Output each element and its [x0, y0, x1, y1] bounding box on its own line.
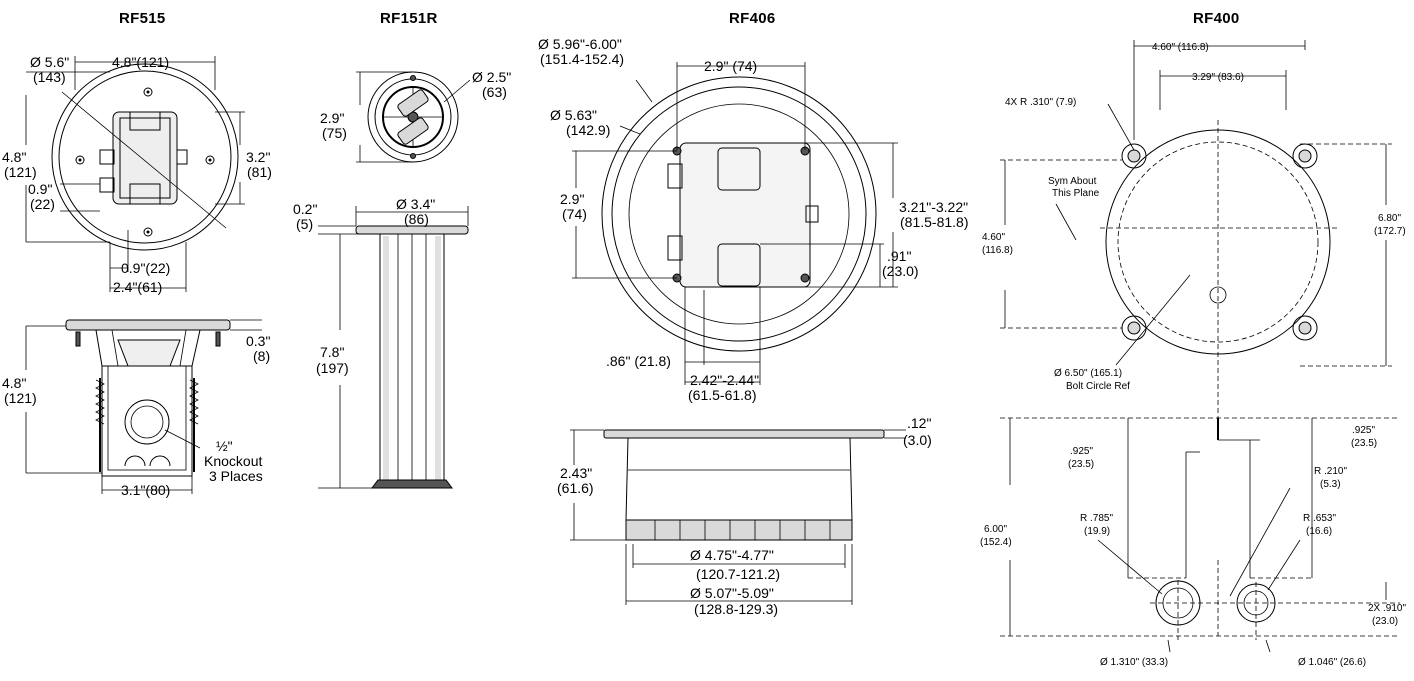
rf406-d2-b: (128.8-129.3): [694, 601, 778, 617]
rf151r-top-a: Ø 3.4": [396, 196, 435, 212]
rf400-a925-a: .925": [1352, 425, 1375, 436]
rf406-d1-a: Ø 4.75"-4.77": [690, 547, 774, 563]
rf400-r785-a: R .785": [1080, 513, 1113, 524]
rf400-r653-b: (16.6): [1306, 526, 1332, 537]
rf406-d2-a: Ø 5.07"-5.09": [690, 585, 774, 601]
rf400-h-a: 6.00": [984, 524, 1007, 535]
rf400-left-b: (116.8): [982, 245, 1013, 256]
rf400-top-view: [1000, 40, 1392, 420]
rf151r-len-b: (197): [316, 360, 349, 376]
rf406-d1-b: (120.7-121.2): [696, 566, 780, 582]
rf515-dia-a: Ø 5.6": [30, 54, 69, 70]
rf515-right-a: 3.2": [246, 149, 270, 165]
rf400-d1310: Ø 1.310" (33.3): [1100, 657, 1168, 668]
rf406-top-view: [572, 62, 898, 385]
rf151r-len-a: 7.8": [320, 344, 344, 360]
rf151r-top-view: [356, 71, 471, 163]
rf406-th-a: .12": [907, 415, 931, 431]
rf515-base: 3.1"(80): [121, 482, 170, 498]
rf151r-h-a: 2.9": [320, 110, 344, 126]
rf151r-dia-b: (63): [482, 84, 507, 100]
rf400-r653-a: R .653": [1303, 513, 1336, 524]
rf400-left-a: 4.60": [982, 232, 1005, 243]
rf515-dia-b: (143): [33, 69, 66, 85]
rf406-right-a: 3.21"-3.22": [899, 199, 968, 215]
rf400-r785-b: (19.9): [1084, 526, 1110, 537]
rf515-side-view: [25, 319, 262, 494]
rf406-th-b: (3.0): [903, 432, 932, 448]
rf515-ko-c: 3 Places: [209, 468, 263, 484]
rf400-d1046: Ø 1.046" (26.6): [1298, 657, 1366, 668]
rf515-side-l-b: (121): [4, 390, 37, 406]
rf400-w2: 3.29" (83.6): [1192, 72, 1244, 83]
rf406-bot-b: (61.5-61.8): [688, 387, 756, 403]
rf515-right-b: (81): [247, 164, 272, 180]
rf400-x910-b: (23.0): [1372, 616, 1398, 627]
rf406-left-a: 2.9": [560, 191, 584, 207]
rf515-knock-b: (22): [30, 196, 55, 212]
rf400-r210-a: R .210": [1314, 466, 1347, 477]
rf406-small-b: (23.0): [882, 263, 919, 279]
rf400-w1: 4.60" (116.8): [1152, 42, 1209, 53]
rf406-side-view: [570, 429, 906, 605]
rf406-h-b: (61.6): [557, 480, 594, 496]
rf400-bolt-b: Bolt Circle Ref: [1066, 381, 1130, 392]
rf515-ko-a: ½": [216, 438, 233, 454]
rf406-outer-a: Ø 5.96"-6.00": [538, 36, 622, 52]
rf515-side-r-b: (8): [253, 348, 270, 364]
rf400-side-view: [1000, 417, 1400, 653]
rf400-b925-b: (23.5): [1068, 459, 1094, 470]
rf515-bot2: 2.4"(61): [113, 279, 162, 295]
rf406-inner-b: (142.9): [566, 122, 610, 138]
rf400-sym-b: This Plane: [1052, 188, 1100, 199]
rf406-right-b: (81.5-81.8): [900, 214, 968, 230]
rf151r-flange-a: 0.2": [293, 201, 317, 217]
rf406-left-b: (74): [562, 206, 587, 222]
rf406-h-a: 2.43": [560, 465, 592, 481]
rf515-ko-b: Knockout: [204, 453, 262, 469]
rf151r-flange-b: (5): [296, 216, 313, 232]
rf406-small-a: .91": [887, 248, 911, 264]
rf515-knock-a: 0.9": [28, 181, 52, 197]
rf406-inner-a: Ø 5.63": [550, 107, 597, 123]
rf406-bl: .86" (21.8): [606, 353, 671, 369]
rf515-left-b: (121): [4, 164, 37, 180]
rf151r-top-b: (86): [404, 211, 429, 227]
rf400-r310: 4X R .310" (7.9): [1005, 97, 1076, 108]
rf515-left-a: 4.8": [2, 149, 26, 165]
rf151r-h-b: (75): [322, 125, 347, 141]
rf515-bot1: 0.9"(22): [121, 260, 170, 276]
title-rf406: RF406: [729, 10, 776, 27]
rf151r-dia-a: Ø 2.5": [472, 69, 511, 85]
rf400-right-b: (172.7): [1374, 226, 1406, 237]
rf406-outer-b: (151.4-152.4): [540, 51, 624, 67]
rf400-x910-a: 2X .910": [1368, 603, 1406, 614]
rf400-a925-b: (23.5): [1351, 438, 1377, 449]
rf400-h-b: (152.4): [980, 537, 1012, 548]
rf400-right-a: 6.80": [1378, 213, 1401, 224]
rf400-sym-a: Sym About: [1048, 176, 1097, 187]
title-rf515: RF515: [119, 10, 166, 27]
rf400-b925-a: .925": [1070, 446, 1093, 457]
rf515-top-w: 4.8"(121): [112, 54, 169, 70]
rf406-top-w: 2.9" (74): [704, 58, 757, 74]
rf515-top-view: [25, 56, 245, 292]
rf406-bot-a: 2.42"-2.44": [690, 372, 759, 388]
title-rf400: RF400: [1193, 10, 1240, 27]
rf400-r210-b: (5.3): [1320, 479, 1341, 490]
rf400-bolt-a: Ø 6.50" (165.1): [1054, 368, 1122, 379]
title-rf151r: RF151R: [380, 10, 438, 27]
rf151r-side-view: [318, 206, 469, 489]
rf515-side-l-a: 4.8": [2, 375, 26, 391]
rf515-side-r-a: 0.3": [246, 333, 270, 349]
